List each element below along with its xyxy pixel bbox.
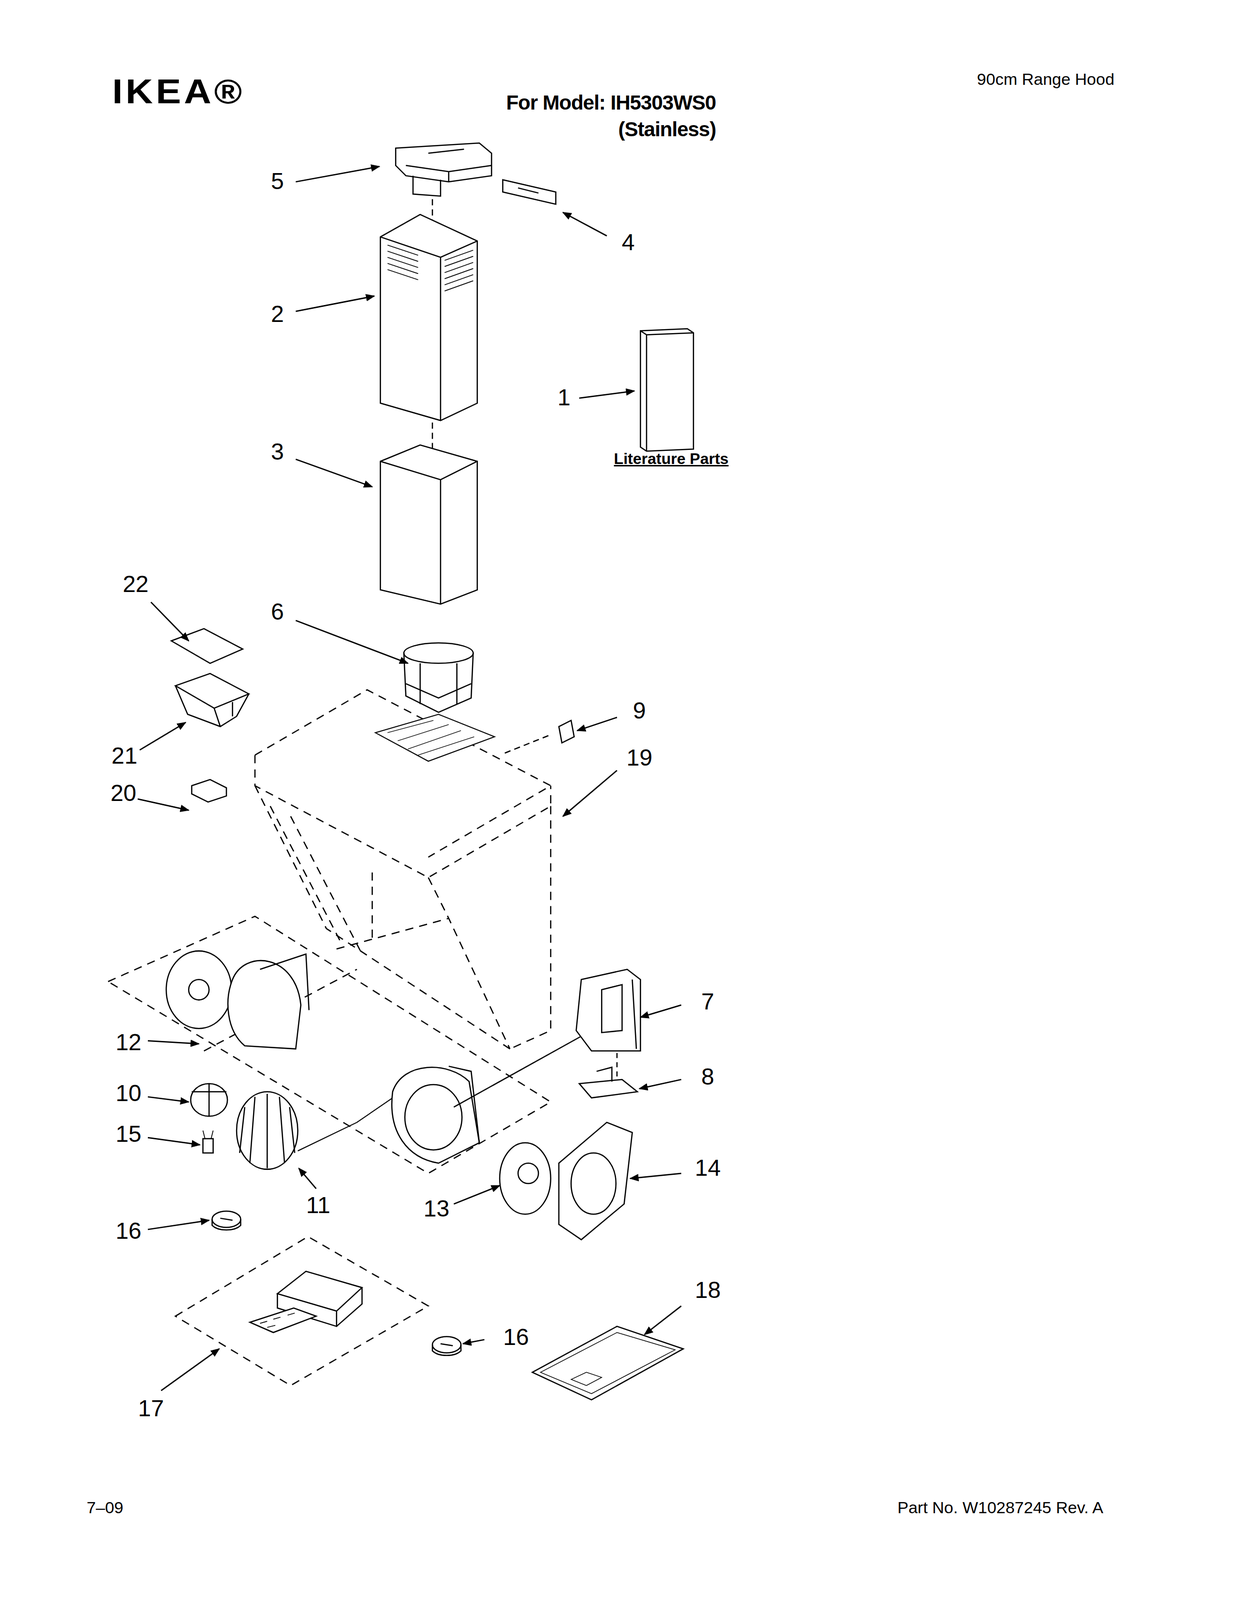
section-label: Literature Parts bbox=[614, 450, 729, 468]
callout-number: 19 bbox=[626, 744, 652, 771]
callout-number: 9 bbox=[633, 697, 647, 724]
page-note: 90cm Range Hood bbox=[977, 70, 1115, 89]
callout-number: 16 bbox=[503, 1324, 529, 1350]
callout-number: 15 bbox=[115, 1121, 142, 1147]
model-title: For Model: IH5303WS0 (Stainless) bbox=[444, 89, 716, 143]
callout-number: 13 bbox=[423, 1195, 450, 1222]
date-code: 7–09 bbox=[86, 1498, 124, 1517]
callout-number: 10 bbox=[115, 1080, 142, 1107]
callout-number: 21 bbox=[111, 743, 138, 769]
callout-number: 8 bbox=[701, 1063, 715, 1090]
callout-number: 11 bbox=[306, 1192, 331, 1219]
callout-number: 16 bbox=[115, 1218, 142, 1244]
callout-number: 3 bbox=[270, 439, 285, 465]
callout-number: 1 bbox=[557, 384, 571, 411]
brand-logo: IKEA® bbox=[111, 73, 245, 111]
callout-number: 20 bbox=[110, 780, 137, 807]
callout-number: 18 bbox=[694, 1277, 721, 1303]
callout-number: 14 bbox=[694, 1155, 721, 1181]
callout-number: 6 bbox=[270, 599, 285, 625]
part-number: Part No. W10287245 Rev. A bbox=[897, 1498, 1104, 1517]
callout-number: 12 bbox=[115, 1029, 142, 1056]
callout-number: 5 bbox=[270, 168, 285, 195]
callout-number: 17 bbox=[138, 1395, 164, 1422]
callout-number: 2 bbox=[270, 301, 285, 328]
callout-number: 4 bbox=[621, 229, 635, 256]
callout-number: 7 bbox=[701, 988, 715, 1015]
callout-number: 22 bbox=[122, 571, 149, 598]
